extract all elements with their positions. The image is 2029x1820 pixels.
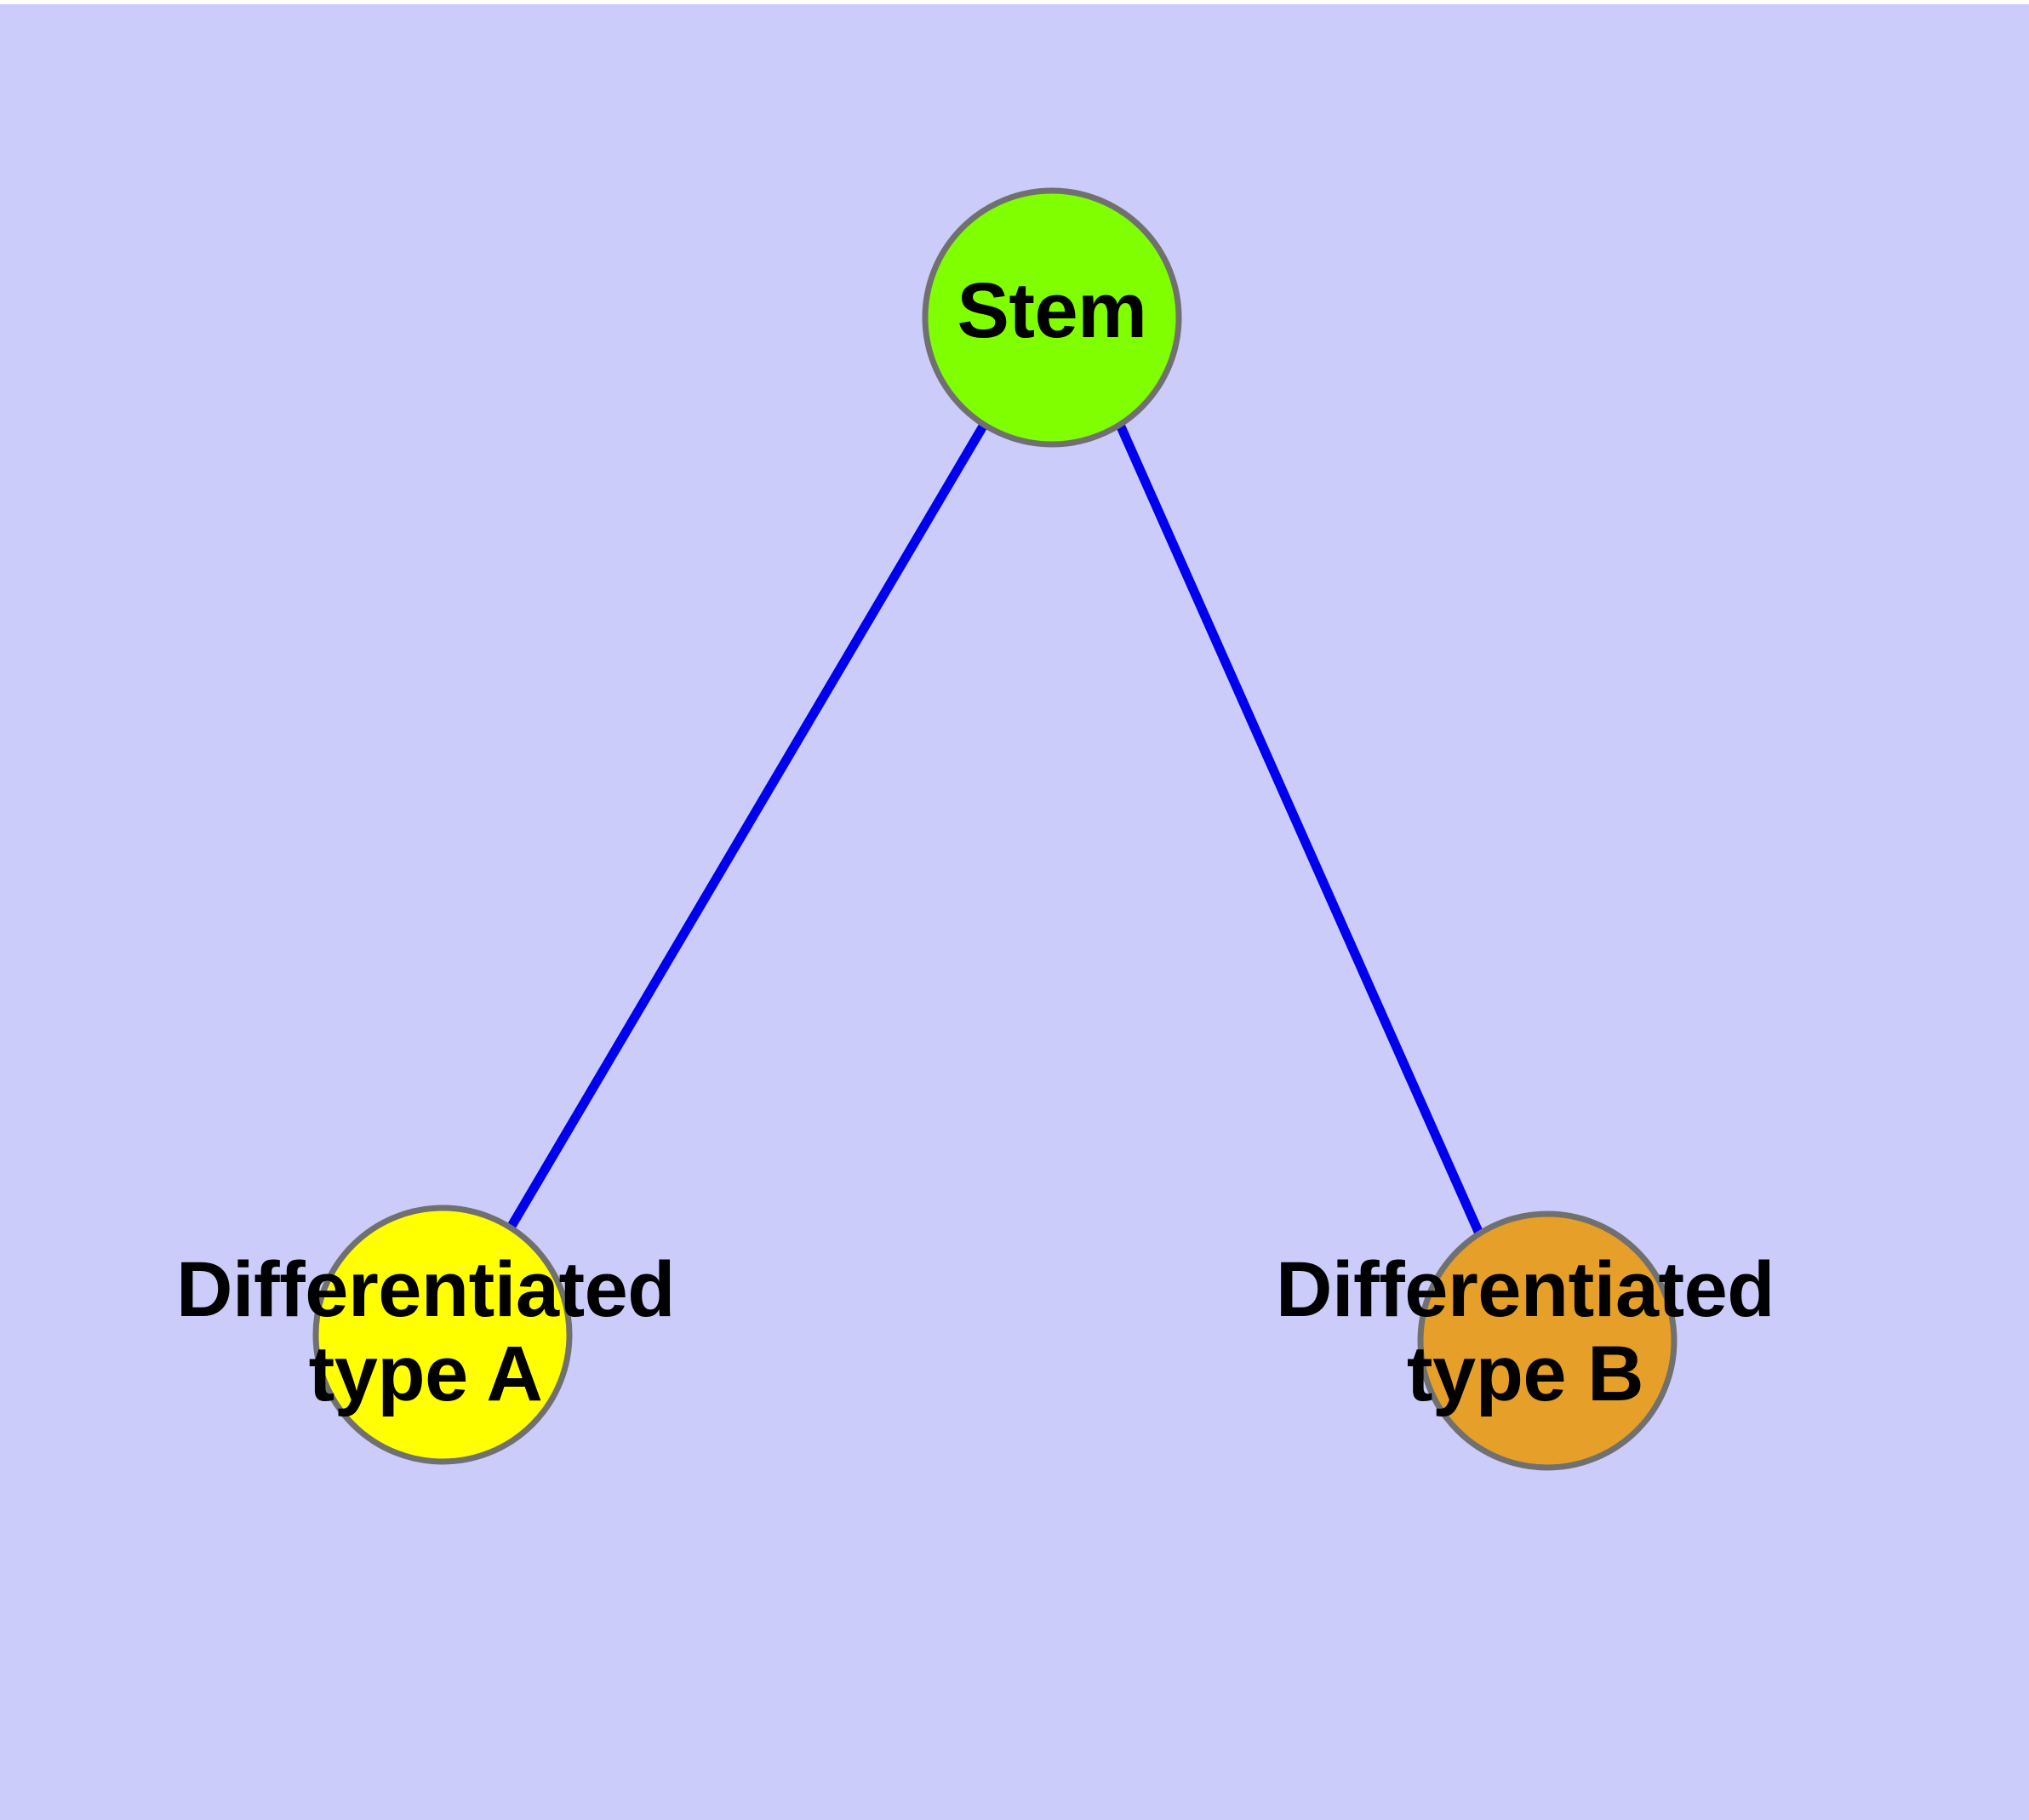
- edges-group: [506, 422, 1484, 1236]
- node-circle-differentiated-type-b[interactable]: [1417, 1210, 1677, 1471]
- nodes-group: [312, 187, 1677, 1471]
- edge-stem-to-differentiated-type-a[interactable]: [506, 422, 988, 1230]
- node-circle-stem[interactable]: [922, 187, 1182, 448]
- edge-stem-to-differentiated-type-b[interactable]: [1115, 422, 1484, 1236]
- node-circle-differentiated-type-a[interactable]: [312, 1205, 573, 1465]
